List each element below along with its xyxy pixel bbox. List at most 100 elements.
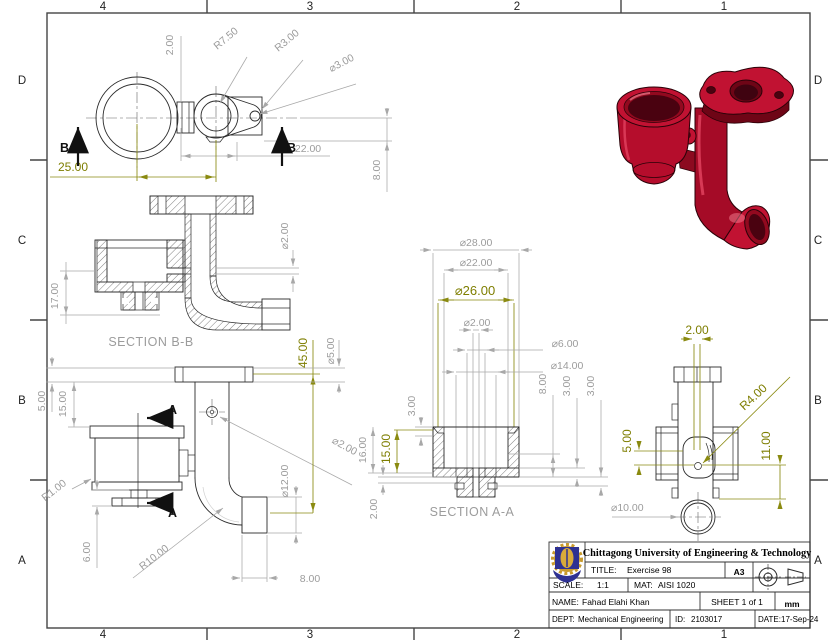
zone-col-label: 4 (100, 1, 107, 13)
dim-label: R1.00 (39, 477, 69, 504)
dim-aa-2: 2.00 (368, 465, 457, 519)
dim-fv-15mm: 15.00 (57, 382, 90, 428)
dim-label: 15.00 (57, 391, 69, 417)
side-view: 2.00 R4.00 5.00 11.00 ⌀10.00 (611, 323, 791, 541)
fv-port-stub (178, 449, 189, 477)
zone-col-label: 3 (307, 1, 313, 13)
dim-aa-d6: ⌀6.00 (453, 338, 579, 353)
dim-label: 3.00 (406, 396, 418, 417)
dim-label: 3.00 (585, 376, 597, 397)
dim-label: 3.00 (561, 376, 573, 397)
zone-row-label: D (18, 75, 26, 87)
aa-boss (456, 476, 496, 498)
dim-aa-d26: ⌀26.00 (438, 283, 514, 303)
dim-label: ⌀22.00 (460, 257, 493, 269)
sheet-info: SHEET 1 of 1 (711, 597, 763, 607)
title-block: Chittagong University of Engineering & T… (548, 541, 819, 629)
bb-elbow-inner-wall (209, 275, 263, 309)
dept-label: DEPT: (552, 615, 575, 624)
cut-label-a-bottom: A (168, 506, 177, 520)
dim-label: 15.00 (379, 434, 393, 464)
dim-sv-2mm: 2.00 (681, 323, 713, 450)
dim-label: R10.00 (137, 542, 171, 572)
fv-elbow-outer (194, 477, 243, 526)
fv-outlet (241, 496, 268, 534)
dim-22mm: 22.00 (180, 128, 330, 161)
iso-cup-body (616, 106, 692, 185)
dim-hole-d3: ⌀3.00 (259, 52, 356, 115)
dim-label: ⌀5.00 (325, 337, 337, 364)
zone-row-label: A (18, 555, 26, 567)
dim-aa-3b: 3.00 (519, 376, 585, 487)
title-block-grid (549, 542, 810, 628)
dim-fv-5mm: 5.00 (36, 357, 175, 412)
scale-label: SCALE: (553, 580, 583, 590)
zone-labels: 4 3 2 1 4 3 2 1 D C B A D C B A (18, 1, 822, 640)
zone-row-label: A (814, 555, 822, 567)
zone-col-label: 4 (100, 629, 107, 640)
sv-cup (655, 426, 739, 481)
dim-label: 8.00 (371, 160, 383, 181)
dim-label: R4.00 (737, 381, 770, 413)
zone-col-label: 2 (514, 629, 520, 640)
dim-aa-16: 16.00 (357, 427, 433, 474)
bb-cup-boss (120, 291, 160, 311)
zone-row-label: C (18, 235, 26, 247)
section-bb-view: 17.00 ⌀2.00 SECTION B-B (49, 195, 299, 349)
dim-fv-6mm: 6.00 (81, 480, 129, 568)
section-aa-label: SECTION A-A (430, 505, 515, 519)
units: mm (784, 599, 800, 609)
bb-flange (149, 195, 254, 215)
dim-aa-d14: ⌀14.00 (442, 360, 583, 375)
university-name: Chittagong University of Engineering & T… (583, 548, 812, 559)
dim-label: 2.00 (685, 323, 709, 337)
lug-hole (249, 110, 261, 122)
title-label: TITLE: (591, 565, 617, 575)
dim-r7-5: R7.50 (211, 25, 248, 104)
dim-label: 17.00 (49, 283, 61, 309)
dim-aa-d22: ⌀22.00 (444, 257, 508, 273)
zone-col-label: 2 (514, 1, 520, 13)
dim-label: ⌀26.00 (455, 283, 495, 298)
flange-boss-circle (193, 93, 239, 139)
dim-r3: R3.00 (261, 27, 304, 110)
fv-cup-rim (89, 425, 185, 439)
sheet-frame: 4 3 2 1 4 3 2 1 D C B A D C B A (18, 0, 828, 640)
section-cut-b: B B (60, 127, 296, 166)
id-value: 2103017 (691, 615, 723, 624)
dim-rib-2mm: 2.00 (164, 35, 182, 102)
dim-8mm-top: 8.00 (264, 108, 392, 192)
zone-ticks (30, 0, 828, 640)
dim-45mm: 45.00 (253, 338, 320, 514)
dim-label: ⌀2.00 (330, 435, 359, 459)
title-value: Exercise 98 (627, 565, 672, 575)
dim-label: 5.00 (620, 429, 634, 453)
section-cut-a: A A (137, 403, 177, 520)
sv-flange (673, 366, 722, 383)
dim-label: 45.00 (296, 338, 310, 368)
material-label: MAT: (634, 580, 653, 590)
zone-col-label: 1 (721, 1, 727, 13)
dim-aa-8: 8.00 (508, 374, 560, 477)
dim-label: ⌀28.00 (460, 237, 493, 249)
dim-sv-5mm: 5.00 (620, 429, 694, 475)
dim-label: ⌀2.00 (279, 222, 291, 249)
name-value: Fahad Elahi Khan (582, 597, 650, 607)
dim-label: 8.00 (537, 374, 549, 395)
paper-size: A3 (734, 567, 745, 577)
dim-r4: R4.00 (702, 376, 791, 464)
connector-boss (176, 101, 195, 134)
dim-aa-d2: ⌀2.00 (459, 317, 493, 333)
fv-cup-body (94, 437, 180, 483)
projection-symbol-icon (755, 564, 806, 590)
material-value: AISI 1020 (658, 580, 696, 590)
sv-port-hole (694, 462, 702, 470)
dim-label: 22.00 (295, 143, 321, 155)
dept-value: Mechanical Engineering (578, 615, 663, 624)
dim-sv-11mm: 11.00 (702, 431, 786, 509)
fv-elbow-inner (228, 477, 243, 498)
dim-label: ⌀3.00 (327, 52, 356, 75)
dim-fv-8mm: 8.00 (231, 535, 320, 585)
section-bb-label: SECTION B-B (108, 335, 193, 349)
